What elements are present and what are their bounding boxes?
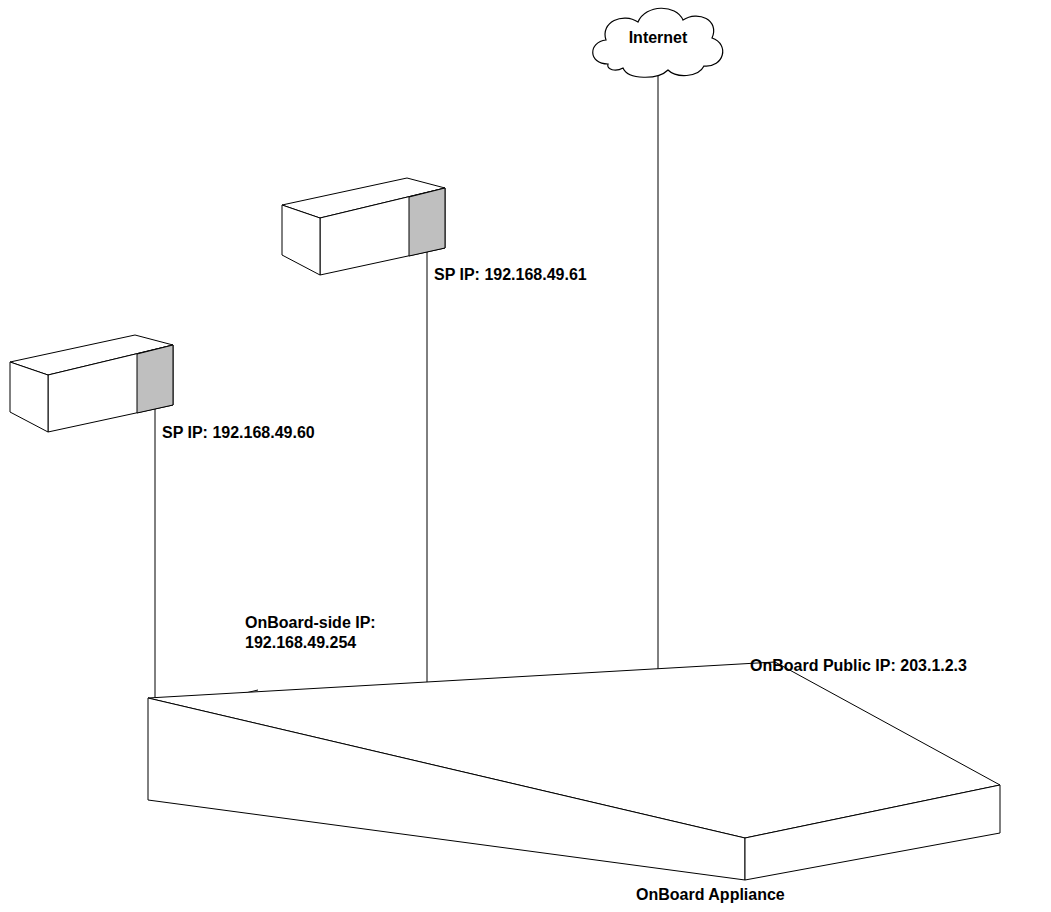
node-label: Internet [588, 28, 728, 48]
node-label: OnBoard Appliance [636, 885, 785, 905]
node-label: SP IP: 192.168.49.61 [434, 265, 587, 285]
network-link [155, 409, 258, 715]
interface-ip-label: OnBoard-side IP: 192.168.49.254 [245, 613, 413, 653]
appliance-box-outline [148, 660, 1000, 908]
network-link [658, 74, 705, 690]
interface-ip-label: OnBoard Public IP: 203.1.2.3 [750, 656, 967, 676]
appliance-box: OnBoard Appliance [148, 660, 1000, 908]
network-link [427, 252, 530, 700]
node-label: SP IP: 192.168.49.60 [162, 423, 315, 443]
service-processor-box: SP IP: 192.168.49.60 [8, 333, 388, 448]
service-processor-box: SP IP: 192.168.49.61 [280, 176, 660, 291]
internet-cloud: Internet [588, 4, 728, 80]
